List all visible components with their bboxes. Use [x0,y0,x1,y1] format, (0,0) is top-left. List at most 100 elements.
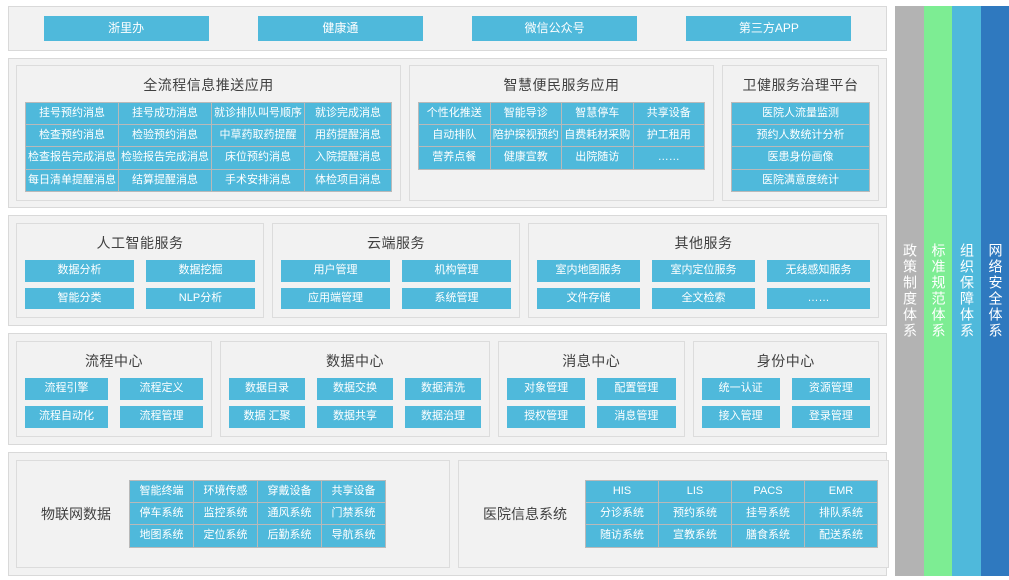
grid-cell[interactable]: 分诊系统 [586,503,658,525]
service-button[interactable]: 室内定位服务 [652,259,755,282]
grid-cell[interactable]: 环境传感 [194,481,257,503]
grid-cell[interactable]: 通风系统 [258,503,321,525]
service-button[interactable]: NLP分析 [146,287,255,310]
center-button[interactable]: 流程引擎 [25,378,108,400]
center-button[interactable]: 数据治理 [405,406,481,428]
center-button[interactable]: 消息管理 [597,406,676,428]
grid-cell[interactable]: 停车系统 [130,503,193,525]
grid-cell[interactable]: 自费耗材采购 [562,125,633,147]
grid-cell[interactable]: 门禁系统 [322,503,385,525]
grid-cell[interactable]: 检验报告完成消息 [119,147,211,169]
grid-cell[interactable]: 检查预约消息 [26,125,118,147]
grid-cell[interactable]: 个性化推送 [419,103,490,125]
grid-cell[interactable]: 检验预约消息 [119,125,211,147]
grid-cell[interactable]: 营养点餐 [419,147,490,169]
grid-cell[interactable]: 智能导诊 [490,103,561,125]
grid-cell[interactable]: 手术安排消息 [212,169,304,191]
organization-system-bar[interactable]: 组织保障体系 [952,6,981,576]
entry-channel-button[interactable]: 浙里办 [43,16,209,41]
service-button[interactable]: …… [767,287,870,310]
group-title: 全流程信息推送应用 [143,77,274,93]
grid-cell[interactable]: 检查报告完成消息 [26,147,118,169]
network-security-system-label: 网络安全体系 [987,243,1004,339]
grid-cell[interactable]: 医患身份画像 [732,147,869,169]
center-button[interactable]: 数据交换 [317,378,393,400]
grid-cell[interactable]: 智慧停车 [562,103,633,125]
grid-cell[interactable]: 监控系统 [194,503,257,525]
center-button[interactable]: 流程定义 [120,378,203,400]
grid-cell[interactable]: 排队系统 [805,503,877,525]
group-ai-service: 人工智能服务 数据分析 数据挖掘 智能分类 NLP分析 [16,222,264,319]
grid-cell[interactable]: 随访系统 [586,525,658,547]
network-security-system-bar[interactable]: 网络安全体系 [980,6,1009,576]
service-button[interactable]: 机构管理 [402,259,511,282]
center-button[interactable]: 对象管理 [507,378,586,400]
grid-cell[interactable]: 共享设备 [322,481,385,503]
center-button[interactable]: 数据 汇聚 [229,406,305,428]
center-button[interactable]: 数据共享 [317,406,393,428]
service-button[interactable]: 数据分析 [25,259,134,282]
grid-cell[interactable]: …… [633,147,704,169]
grid-cell[interactable]: 自动排队 [419,125,490,147]
service-button[interactable]: 系统管理 [402,287,511,310]
grid-cell[interactable]: 中草药取药提醒 [212,125,304,147]
grid-cell[interactable]: 用药提醒消息 [305,125,391,147]
grid-cell[interactable]: 护工租用 [633,125,704,147]
grid-cell[interactable]: 穿戴设备 [258,481,321,503]
service-button[interactable]: 无线感知服务 [767,259,870,282]
service-button[interactable]: 用户管理 [281,259,390,282]
grid-cell[interactable]: EMR [805,481,877,503]
grid-cell[interactable]: 床位预约消息 [212,147,304,169]
entry-channel-button[interactable]: 微信公众号 [472,16,638,41]
entry-channel-button[interactable]: 健康通 [257,16,423,41]
standard-system-bar[interactable]: 标准规范体系 [923,6,952,576]
grid-cell[interactable]: 健康宣教 [490,147,561,169]
grid-cell[interactable]: 陪护探视预约 [490,125,561,147]
center-button[interactable]: 资源管理 [791,378,870,400]
grid-cell[interactable]: 每日清单提醒消息 [26,169,118,191]
service-layer-band: 人工智能服务 数据分析 数据挖掘 智能分类 NLP分析 云端服务 用户管理 机构… [8,214,887,327]
grid-cell[interactable]: PACS [732,481,804,503]
grid-cell[interactable]: 膳食系统 [732,525,804,547]
grid-cell[interactable]: 后勤系统 [258,525,321,547]
center-button[interactable]: 授权管理 [507,406,586,428]
policy-system-bar[interactable]: 政策制度体系 [895,6,924,576]
grid-cell[interactable]: 导航系统 [322,525,385,547]
grid-cell[interactable]: 挂号系统 [732,503,804,525]
service-button[interactable]: 应用端管理 [281,287,390,310]
center-button[interactable]: 接入管理 [701,406,780,428]
grid-cell[interactable]: 挂号预约消息 [26,103,118,125]
grid-cell[interactable]: HIS [586,481,658,503]
center-button[interactable]: 流程管理 [120,406,203,428]
service-button[interactable]: 文件存储 [537,287,640,310]
grid-cell[interactable]: 就诊完成消息 [305,103,391,125]
grid-cell[interactable]: 配送系统 [805,525,877,547]
grid-cell[interactable]: 预约系统 [659,503,731,525]
grid-cell[interactable]: 定位系统 [194,525,257,547]
center-button[interactable]: 登录管理 [791,406,870,428]
grid-cell[interactable]: 出院随访 [562,147,633,169]
service-button[interactable]: 智能分类 [25,287,134,310]
grid-cell[interactable]: 医院满意度统计 [732,169,869,191]
grid-cell[interactable]: 挂号成功消息 [119,103,211,125]
grid-cell[interactable]: 体检项目消息 [305,169,391,191]
center-button[interactable]: 统一认证 [701,378,780,400]
grid-cell[interactable]: 结算提醒消息 [119,169,211,191]
service-button[interactable]: 室内地图服务 [537,259,640,282]
grid-cell[interactable]: LIS [659,481,731,503]
grid-cell[interactable]: 就诊排队叫号顺序 [212,103,304,125]
service-button[interactable]: 全文检索 [652,287,755,310]
entry-channel-button[interactable]: 第三方APP [686,16,852,41]
grid-cell[interactable]: 地图系统 [130,525,193,547]
grid-cell[interactable]: 智能终端 [130,481,193,503]
service-button[interactable]: 数据挖掘 [146,259,255,282]
center-button[interactable]: 数据目录 [229,378,305,400]
grid-cell[interactable]: 入院提醒消息 [305,147,391,169]
grid-cell[interactable]: 宣教系统 [659,525,731,547]
center-button[interactable]: 数据清洗 [405,378,481,400]
grid-cell[interactable]: 预约人数统计分析 [732,125,869,147]
center-button[interactable]: 配置管理 [597,378,676,400]
grid-cell[interactable]: 共享设备 [633,103,704,125]
grid-cell[interactable]: 医院人流量监测 [732,103,869,125]
center-button[interactable]: 流程自动化 [25,406,108,428]
